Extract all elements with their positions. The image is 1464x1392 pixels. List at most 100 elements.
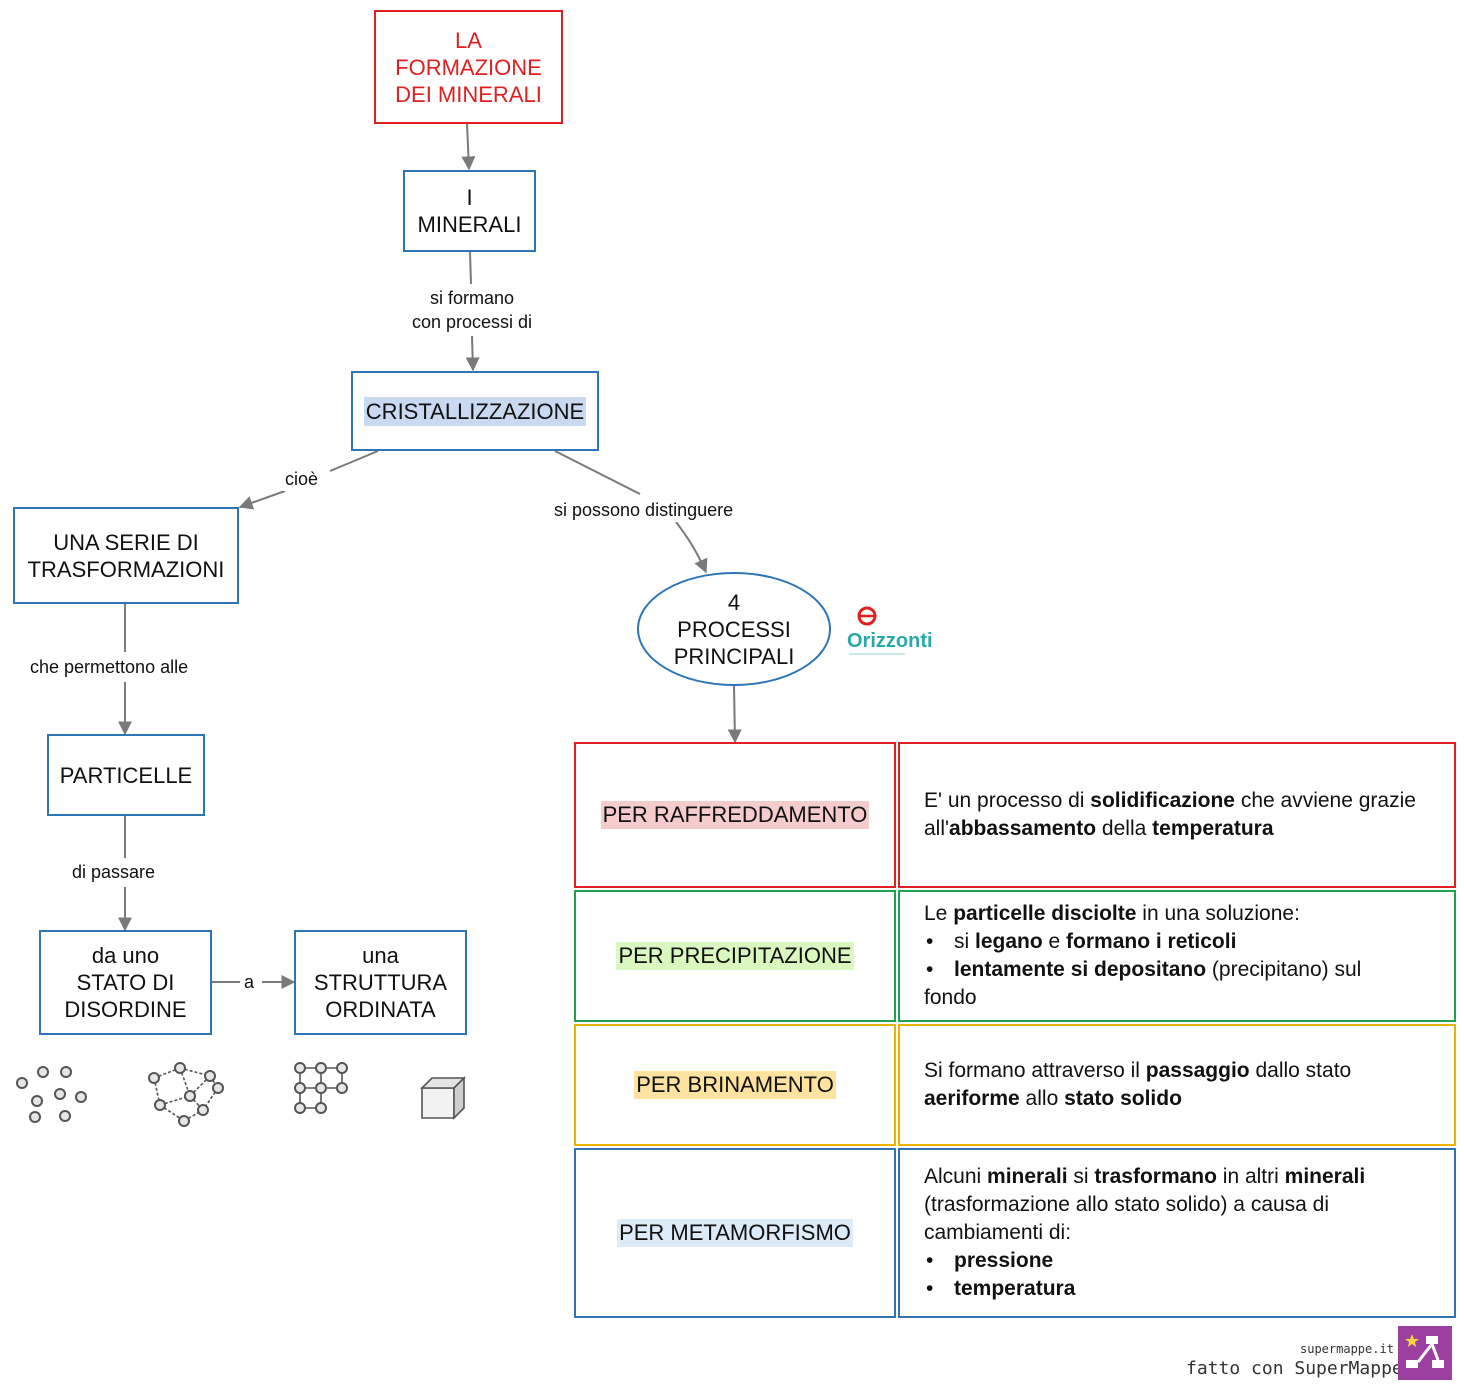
desc-text: della [1096,817,1153,840]
desc-text: Le [924,902,954,925]
row-raffreddamento-desc: E' un processo di solidificazione che av… [898,742,1456,888]
process-label: PER PRECIPITAZIONE [616,942,854,970]
cristallizzazione-node[interactable]: CRISTALLIZZAZIONE [351,371,599,451]
desc-list: si legano e formano i reticoli lentament… [924,928,1361,984]
row-precipitazione-label: PER PRECIPITAZIONE [574,890,896,1022]
title-line: LA [455,27,482,53]
link-label-distinguere: si possono distinguere [552,498,736,522]
desc-bold: minerali [987,1165,1068,1188]
link-label-a: a [242,970,257,994]
title-line: DEI MINERALI [395,81,542,107]
desc-bold: pressione [954,1249,1054,1272]
supermappe-logo-icon[interactable] [1398,1326,1452,1380]
desc-bold: passaggio [1145,1059,1250,1082]
node-text: PRINCIPALI [673,643,795,669]
desc-bold: formano i reticoli [1066,930,1237,953]
node-text: ORDINATA [325,997,436,1022]
desc-bold: aeriforme [924,1087,1020,1110]
node-text: da uno [91,943,160,968]
node-text: DISORDINE [64,997,187,1022]
desc-text: fondo [924,986,977,1009]
footer-text: fatto con SuperMappe [1186,1358,1403,1379]
node-text: STRUTTURA [313,970,448,995]
list-item: si legano e formano i reticoli [924,928,1361,956]
node-text: CRISTALLIZZAZIONE [363,396,587,426]
list-item: lentamente si depositano (precipitano) s… [924,956,1361,984]
ordinata-node[interactable]: una STRUTTURA ORDINATA [294,930,467,1035]
desc-text: Si formano attraverso il [924,1059,1146,1082]
node-text: una [362,943,399,968]
node-text: I [466,185,473,210]
footer-site[interactable]: supermappe.it [1300,1342,1394,1356]
process-label: PER BRINAMENTO [634,1071,836,1099]
process-description: Le particelle disciolte in una soluzione… [924,900,1361,1012]
link-label-si-formano: si formano con processi di [390,286,554,334]
desc-text: che avviene grazie all' [924,789,1416,840]
particles-lattice-icon [294,1062,348,1114]
row-metamorfismo-desc: Alcuni minerali si trasformano in altri … [898,1148,1456,1318]
title-line: FORMAZIONE [395,54,542,80]
desc-text: (precipitano) sul [1206,958,1362,981]
list-item: pressione [924,1247,1430,1275]
desc-text: in altri [1216,1165,1285,1188]
arrow-cristallizzazione-processi [675,521,708,574]
particles-network-icon [148,1062,224,1127]
node-text: TRASFORMAZIONI [27,556,225,582]
node-text: MINERALI [417,212,522,237]
desc-text: si [1067,1165,1095,1188]
node-text: STATO DI [76,970,175,995]
disordine-node[interactable]: da uno STATO DI DISORDINE [39,930,212,1035]
node-text: UNA SERIE DI [53,529,199,555]
process-description: E' un processo di solidificazione che av… [924,787,1430,843]
desc-text: E' un processo di [924,789,1091,812]
desc-list: pressione temperatura [924,1247,1430,1303]
process-description: Si formano attraverso il passaggio dallo… [924,1057,1430,1113]
process-label: PER METAMORFISMO [617,1219,853,1247]
arrow-minerali-cristallizzazione [465,335,480,372]
process-description: Alcuni minerali si trasformano in altri … [924,1163,1430,1303]
link-label-cioe: cioè [283,467,321,491]
arrow-processi-table [727,685,742,744]
minerali-node[interactable]: I MINERALI [403,170,536,252]
svg-text:Orizzonti: Orizzonti [847,630,933,652]
orizzonti-logo-icon: Orizzonti [847,606,933,655]
desc-bold: lentamente si depositano [954,958,1207,981]
row-precipitazione-desc: Le particelle disciolte in una soluzione… [898,890,1456,1022]
desc-bold: stato solido [1064,1087,1182,1110]
desc-text: in una soluzione: [1136,902,1300,925]
process-label: PER RAFFREDDAMENTO [600,801,870,829]
title-node[interactable]: LA FORMAZIONE DEI MINERALI [374,10,563,124]
crystal-cube-icon [420,1076,466,1120]
desc-bold: solidificazione [1090,789,1235,812]
row-metamorfismo-label: PER METAMORFISMO [574,1148,896,1318]
desc-bold: temperatura [954,1277,1076,1300]
node-text: 4 [727,589,741,615]
link-label-passare: di passare [70,860,158,884]
desc-text: si [954,930,975,953]
link-text: con processi di [411,312,533,332]
desc-bold: particelle disciolte [953,902,1137,925]
node-text: PROCESSI [677,616,791,642]
desc-text: allo [1019,1087,1065,1110]
node-text: PARTICELLE [59,762,193,788]
desc-bold: abbassamento [949,817,1097,840]
particelle-node[interactable]: PARTICELLE [47,734,205,816]
desc-text: dallo stato [1249,1059,1352,1082]
desc-bold: trasformano [1094,1165,1217,1188]
row-brinamento-desc: Si formano attraverso il passaggio dallo… [898,1024,1456,1146]
desc-text: e [1042,930,1067,953]
desc-text: Alcuni [924,1165,988,1188]
arrow-cristallizzazione-serie [238,490,286,510]
particles-disordered-icon [16,1066,87,1123]
link-label-permettono: che permettono alle [28,655,191,679]
processi-node[interactable]: 4 PROCESSI PRINCIPALI [637,572,831,686]
list-item: temperatura [924,1275,1430,1303]
link-text: si formano [429,288,515,308]
desc-bold: minerali [1284,1165,1366,1188]
desc-bold: legano [975,930,1043,953]
row-raffreddamento-label: PER RAFFREDDAMENTO [574,742,896,888]
row-brinamento-label: PER BRINAMENTO [574,1024,896,1146]
serie-node[interactable]: UNA SERIE DI TRASFORMAZIONI [13,507,239,604]
desc-bold: temperatura [1152,817,1274,840]
